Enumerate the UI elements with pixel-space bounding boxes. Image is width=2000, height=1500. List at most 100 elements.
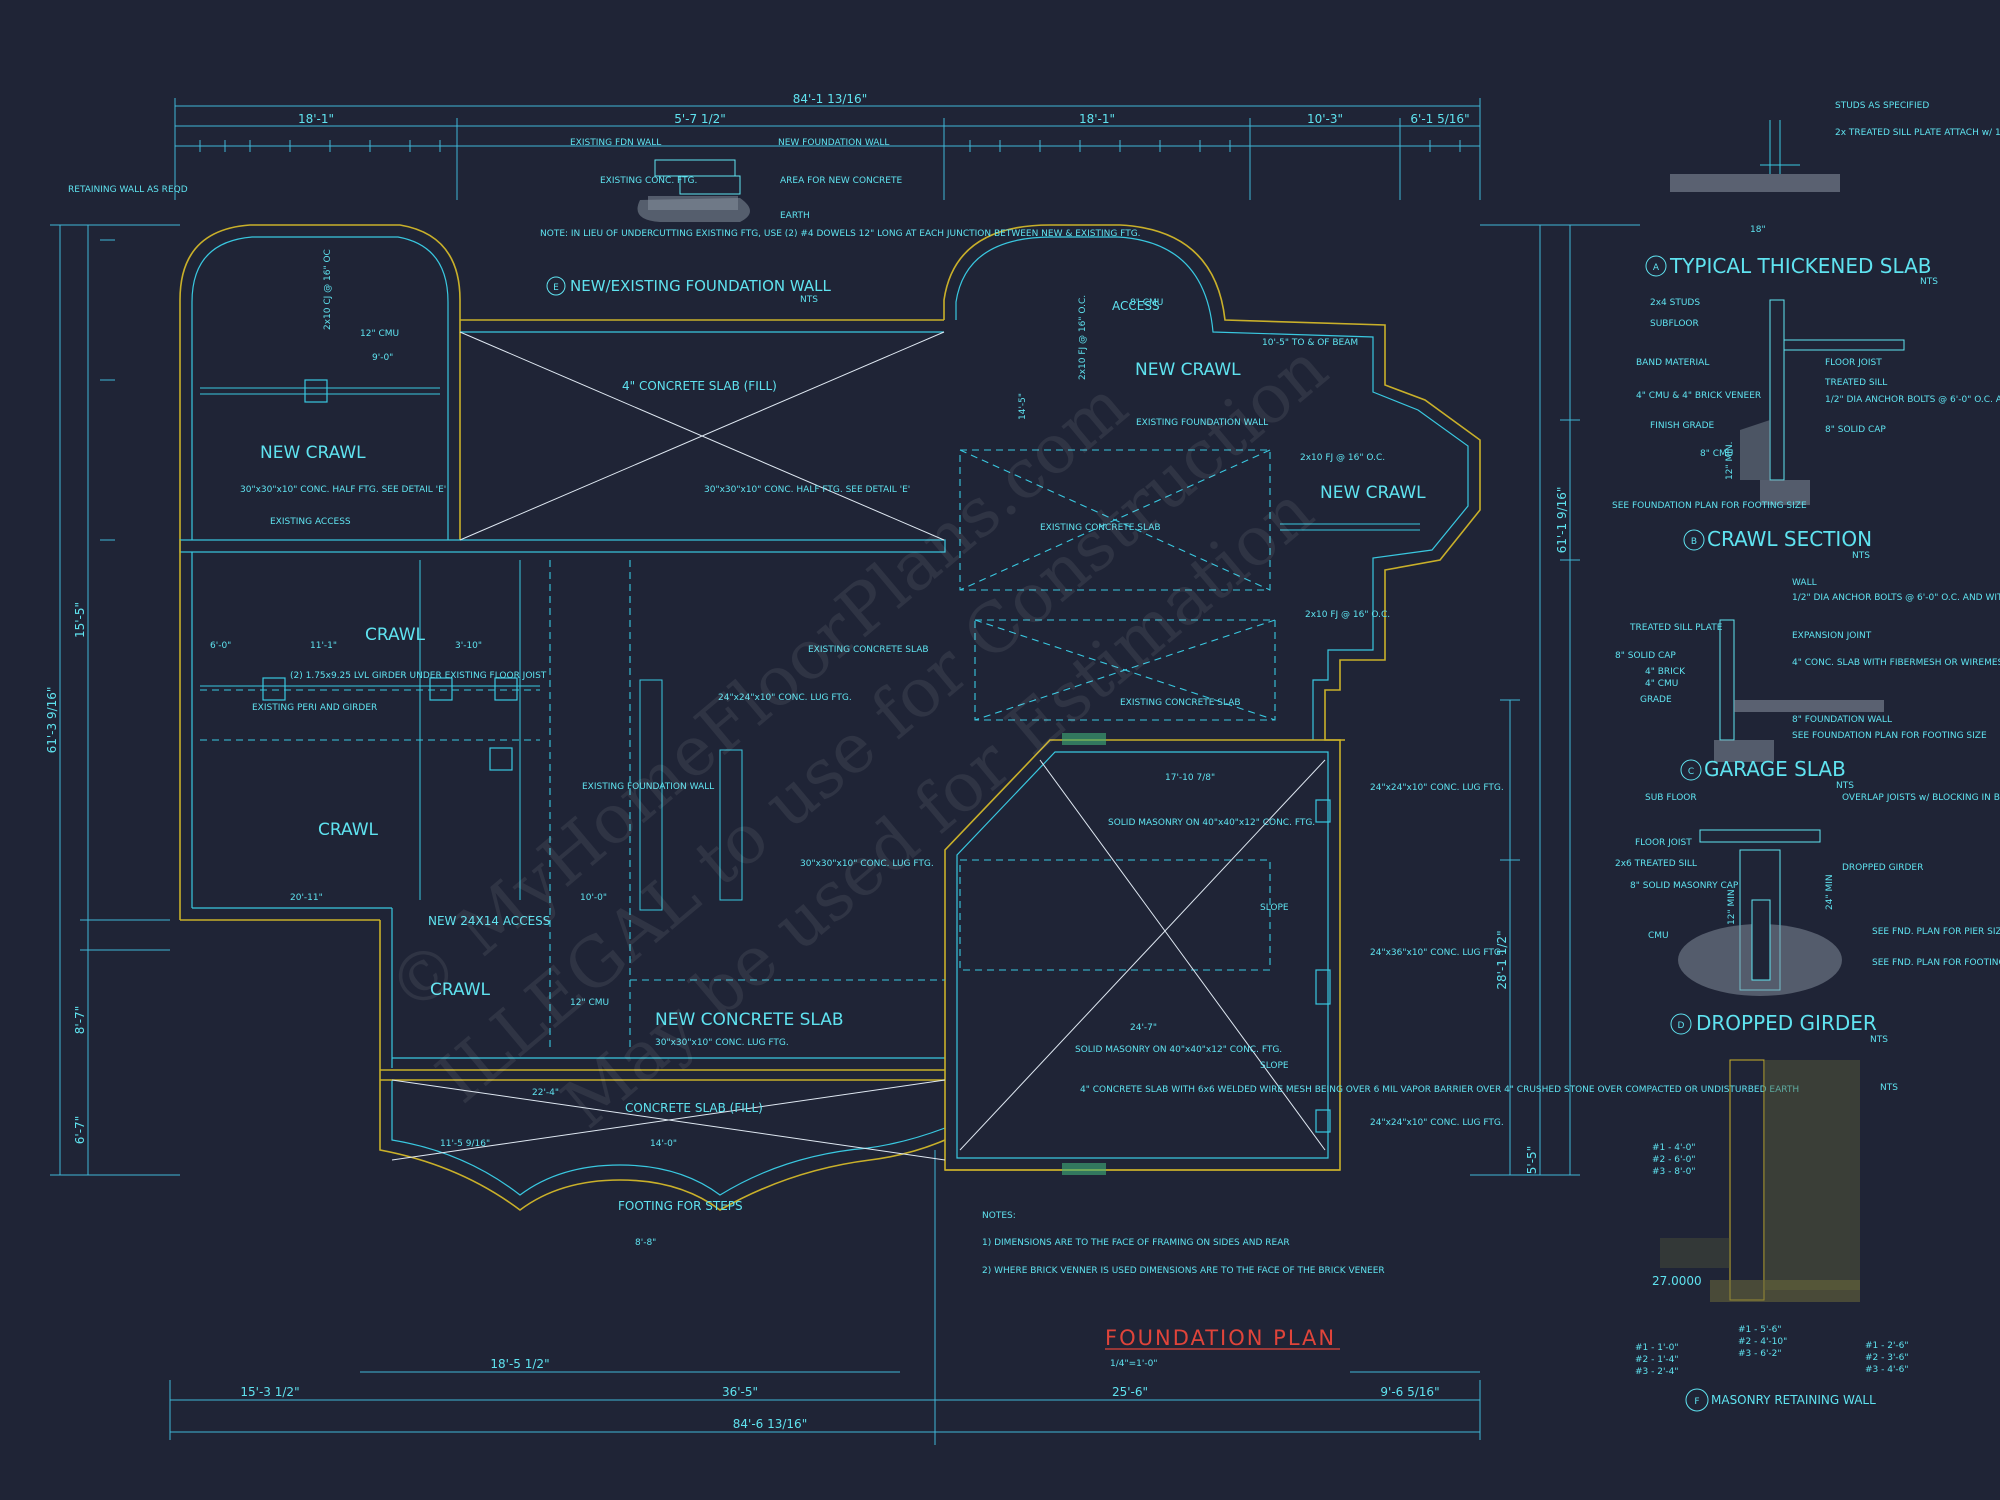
existing-wall-note: EXISTING FOUNDATION WALL	[582, 782, 714, 792]
detail-c-nts: NTS	[1836, 781, 1854, 791]
left-dim-2: 15'-5"	[73, 602, 87, 638]
joist-label-3: 2x10 FJ @ 16" O.C.	[1305, 610, 1390, 620]
detail-c-label-11: SEE FOUNDATION PLAN FOR FOOTING SIZE	[1792, 731, 1987, 741]
misc-dim-12: 11'-5 9/16"	[440, 1139, 490, 1149]
room-new-crawl-right: NEW CRAWL	[1135, 360, 1241, 380]
existing-slab-note: EXISTING CONCRETE SLAB	[1040, 523, 1161, 533]
bottom-dim-2: 18'-5 1/2"	[490, 1357, 549, 1371]
section-e-label-3: NEW FOUNDATION WALL	[778, 138, 889, 148]
detail-c-label-9: GRADE	[1640, 695, 1672, 705]
detail-a-marker: A	[1653, 263, 1660, 273]
plan-title: FOUNDATION PLAN	[1105, 1326, 1336, 1350]
overall-bottom-dim: 84'-6 13/16"	[733, 1417, 807, 1431]
lug-footing-note-3: 24"x24"x10" CONC. LUG FTG.	[718, 693, 852, 703]
detail-c-label-5: 8" SOLID CAP	[1615, 651, 1676, 661]
detail-b-label-11: SEE FOUNDATION PLAN FOR FOOTING SIZE	[1612, 501, 1807, 511]
detail-f-text: NTS	[1880, 1083, 1898, 1093]
lug-footing-note-4: 24"x24"x10" CONC. LUG FTG.	[1370, 783, 1504, 793]
masonry-wall-label: 12" CMU	[570, 998, 609, 1008]
foundation-walls	[179, 224, 1481, 1211]
lug-footing-note-5: 24"x36"x10" CONC. LUG FTG.	[1370, 948, 1504, 958]
plan-title-block: FOUNDATION PLAN 1/4"=1'-0"	[1105, 1326, 1340, 1369]
detail-a-title: TYPICAL THICKENED SLAB	[1669, 254, 1931, 278]
detail-b-nts: NTS	[1852, 551, 1870, 561]
room-crawl-1: CRAWL	[365, 625, 426, 645]
overall-top-dim: 84'-1 13/16"	[793, 92, 867, 106]
misc-dim-6: 20'-11"	[290, 893, 323, 903]
detail-c-label-2: 1/2" DIA ANCHOR BOLTS @ 6'-0" O.C. AND W…	[1792, 593, 2000, 603]
plan-scale: 1/4"=1'-0"	[1110, 1359, 1157, 1369]
detail-f-label-13: #3 - 4'-6"	[1865, 1365, 1909, 1375]
existing-pier-note: EXISTING PERI AND GIRDER	[252, 703, 377, 713]
joist-label-1: 2x10 CJ @ 16" OC	[323, 249, 333, 330]
detail-f-label-1: 27.0000	[1652, 1274, 1702, 1288]
right-dim-1: 61'-1 9/16"	[1555, 487, 1569, 554]
misc-dim-10: 14'-0"	[650, 1139, 677, 1149]
misc-dim-1: 9'-0"	[372, 353, 393, 363]
detail-b-label-5: TREATED SILL	[1824, 378, 1887, 388]
detail-d-label-11: SEE FND. PLAN FOR FOOTING SIZE	[1872, 958, 2000, 968]
section-e-detail: E NEW/EXISTING FOUNDATION WALL NTS EXIST…	[540, 138, 1141, 305]
detail-a-nts: NTS	[1920, 277, 1938, 287]
detail-b-label-9: FINISH GRADE	[1650, 421, 1715, 431]
right-dim-2: 28'-1 1/2"	[1495, 930, 1509, 989]
section-e-nts: NTS	[800, 295, 818, 305]
misc-dim-3: 11'-1"	[310, 641, 337, 651]
detail-d-label-3: FLOOR JOIST	[1635, 838, 1692, 848]
side-dimension-texts: 61'-3 9/16" 15'-5" 8'-7" 6'-7" 61'-1 9/1…	[45, 487, 1569, 1175]
cmu2-label: 8" CMU	[1130, 298, 1163, 308]
room-new-concrete-slab: NEW CONCRETE SLAB	[655, 1010, 844, 1030]
plan-notes: 4" CONCRETE SLAB (FILL) CONCRETE SLAB (F…	[68, 185, 1504, 1213]
detail-f-label-12: #2 - 3'-6"	[1865, 1353, 1909, 1363]
bottom-dim-5: 9'-6 5/16"	[1380, 1385, 1439, 1399]
detail-f-label-9: #2 - 4'-10"	[1738, 1337, 1787, 1347]
detail-b-title: CRAWL SECTION	[1707, 527, 1872, 551]
detail-d-label-10: SEE FND. PLAN FOR PIER SIZE	[1872, 927, 2000, 937]
detail-garage-slab: WALL 1/2" DIA ANCHOR BOLTS @ 6'-0" O.C. …	[1615, 578, 2000, 791]
detail-f-label-3: #2 - 6'-0"	[1652, 1155, 1696, 1165]
detail-b-label-10: 8" CMU	[1700, 449, 1733, 459]
note-1: 1) DIMENSIONS ARE TO THE FACE OF FRAMING…	[982, 1238, 1290, 1248]
room-labels: NEW CRAWL NEW CRAWL NEW CRAWL CRAWL CRAW…	[260, 360, 1426, 1030]
joist-label-2: 2x10 FJ @ 16" O.C.	[1300, 453, 1385, 463]
masonry-note: SOLID MASONRY ON 40"x40"x12" CONC. FTG.	[1108, 818, 1315, 828]
existing-foundation	[200, 387, 1420, 1050]
detail-d-label-6: 8" SOLID MASONRY CAP	[1630, 881, 1739, 891]
detail-thickened-slab: STUDS AS SPECIFIED 2x TREATED SILL PLATE…	[1645, 101, 2000, 287]
bottom-dimension-texts: 15'-3 1/2" 18'-5 1/2" 36'-5" 25'-6" 9'-6…	[240, 1357, 1439, 1431]
detail-d-label-4: 2x6 TREATED SILL	[1615, 859, 1697, 869]
top-dim-3: 18'-1"	[1079, 112, 1115, 126]
general-notes: NOTES: 1) DIMENSIONS ARE TO THE FACE OF …	[982, 1211, 1385, 1276]
section-e-note: NOTE: IN LIEU OF UNDERCUTTING EXISTING F…	[540, 229, 1141, 239]
detail-b-label-3: FLOOR JOIST	[1825, 358, 1882, 368]
detail-f-label-7: #3 - 2'-4"	[1635, 1367, 1679, 1377]
detail-d-label-7: 24" MIN	[1825, 874, 1835, 910]
detail-d-label-1: SUB FLOOR	[1645, 793, 1697, 803]
detail-b-label-2: SUBFLOOR	[1650, 319, 1699, 329]
detail-f-label-2: #1 - 4'-0"	[1652, 1143, 1696, 1153]
misc-dim-4: 3'-10"	[455, 641, 482, 651]
detail-b-label-12: 12" MIN.	[1725, 442, 1735, 480]
detail-a-label-2: 2x TREATED SILL PLATE ATTACH w/ 1/2" DIA…	[1835, 128, 2000, 138]
misc-dim-7: 10'-0"	[580, 893, 607, 903]
piers	[262, 379, 1331, 1175]
detail-d-title: DROPPED GIRDER	[1696, 1011, 1877, 1035]
misc-dim-11: 8'-8"	[635, 1238, 656, 1248]
detail-b-marker: B	[1691, 537, 1697, 547]
section-e-label-4: AREA FOR NEW CONCRETE	[780, 176, 902, 186]
detail-c-marker: C	[1688, 767, 1694, 777]
detail-f-title: MASONRY RETAINING WALL	[1711, 1393, 1876, 1407]
left-dim-1: 61'-3 9/16"	[45, 687, 59, 754]
cmu-label: 12" CMU	[360, 329, 399, 339]
detail-d-label-2: OVERLAP JOISTS w/ BLOCKING IN BETWEEN	[1842, 793, 2000, 803]
misc-dimensions: 9'-0" 14'-5" 11'-1" 3'-10" 6'-0" 20'-11"…	[210, 353, 1215, 1248]
detail-f-label-8: #1 - 5'-6"	[1738, 1325, 1782, 1335]
garage-slab-note: 4" CONCRETE SLAB WITH 6x6 WELDED WIRE ME…	[1080, 1085, 1799, 1095]
top-dim-1: 18'-1"	[298, 112, 334, 126]
detail-c-label-8: 4" CMU	[1645, 679, 1678, 689]
detail-c-label-7: 4" BRICK	[1645, 667, 1686, 677]
lug-footing-note: 30"x30"x10" CONC. LUG FTG.	[800, 859, 934, 869]
detail-retaining-wall: NTS 27.0000 #1 - 4'-0" #2 - 6'-0" #3 - 8…	[1635, 1059, 1909, 1412]
access-note: 10'-5" TO & OF BEAM	[1262, 338, 1358, 348]
